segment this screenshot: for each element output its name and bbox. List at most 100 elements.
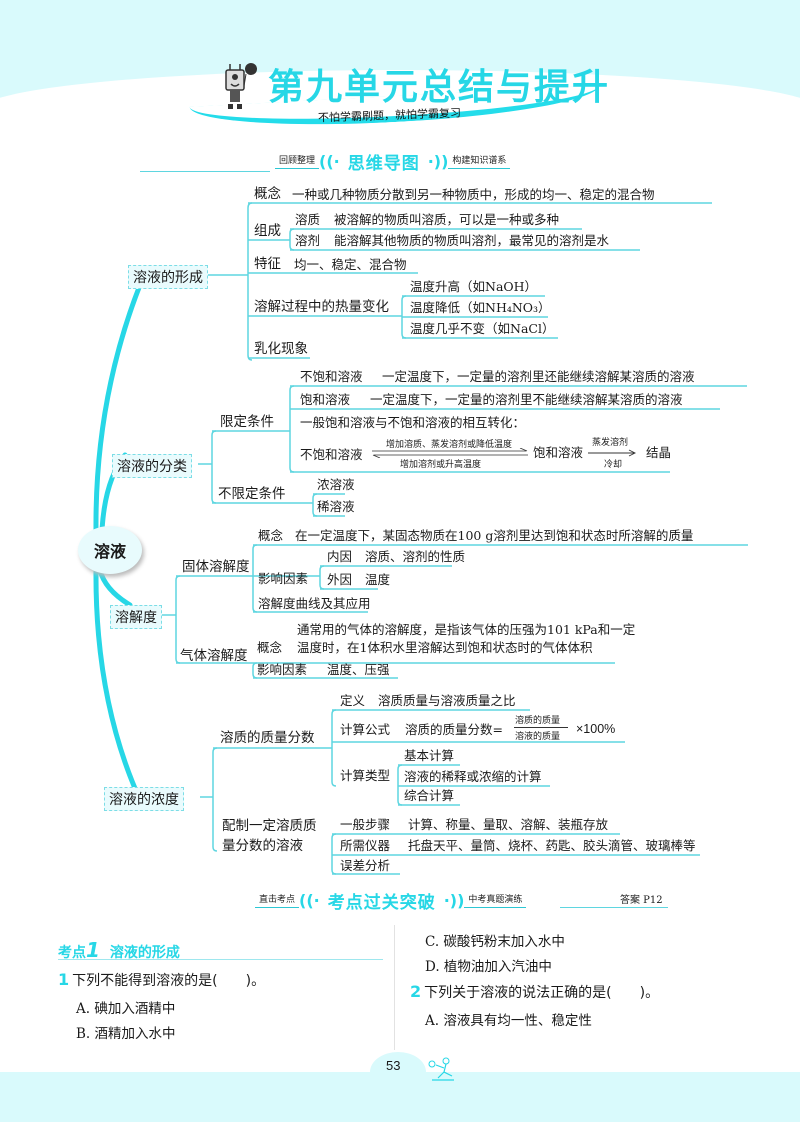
formation-concept-text: 一种或几种物质分散到另一种物质中，形成的均一、稳定的混合物 xyxy=(292,187,655,202)
wave-left-icon: ((· xyxy=(299,890,320,910)
heat-item: 温度几乎不变（如NaCl） xyxy=(410,321,555,336)
conversion-arrow-bottom-label: 增加溶剂或升高温度 xyxy=(400,460,482,470)
emulsion-label: 乳化现象 xyxy=(254,341,308,357)
node-solution-classification: 溶液的分类 xyxy=(112,454,192,478)
unsaturated-text: 一定温度下，一定量的溶剂里还能继续溶解某溶质的溶液 xyxy=(382,369,695,384)
banner-right-label: 构建知识谱系 xyxy=(448,153,511,169)
formula-numerator: 溶质的质量 xyxy=(515,716,561,726)
mindmap-banner: 回顾整理 ((· 思维导图 ·)) 构建知识谱系 xyxy=(275,150,511,174)
conversion-title: 一般饱和溶液与不饱和溶液的相互转化： xyxy=(300,415,526,430)
internal-factor-label: 内因 xyxy=(327,549,353,564)
formula-lhs: 溶质的质量分数= xyxy=(405,722,503,737)
double-arrow-icon xyxy=(372,448,528,458)
formula-multiplier: ×100% xyxy=(576,722,616,736)
kaodian-title: 溶液的形成 xyxy=(109,945,180,961)
limited-condition-label: 限定条件 xyxy=(220,414,274,430)
answer-reference: 答案 P12 xyxy=(620,895,663,906)
definition-label: 定义 xyxy=(340,693,366,708)
conversion-arrow-top-label: 增加溶质、蒸发溶剂或降低温度 xyxy=(386,440,513,450)
banner-rule xyxy=(140,171,270,172)
formation-concept-label: 概念 xyxy=(254,186,281,202)
formula-denominator: 溶液的质量 xyxy=(515,732,561,742)
question-number: 1 xyxy=(58,970,70,989)
instruments-label: 所需仪器 xyxy=(340,838,391,853)
factors-label: 影响因素 xyxy=(258,571,309,586)
conversion-to: 饱和溶液 xyxy=(533,445,584,460)
node-solution-concentration: 溶液的浓度 xyxy=(104,787,184,811)
crystallize-result: 结晶 xyxy=(646,445,672,460)
saturated-text: 一定温度下，一定量的溶剂里不能继续溶解某溶质的溶液 xyxy=(370,392,683,407)
node-solution-formation: 溶液的形成 xyxy=(128,265,208,289)
prep-label-line1: 配制一定溶质质 xyxy=(222,818,317,834)
banner2-main-title: 考点过关突破 xyxy=(327,892,436,913)
mass-fraction-label: 溶质的质量分数 xyxy=(220,730,315,746)
question-text: 下列关于溶液的说法正确的是( )。 xyxy=(424,985,660,1001)
steps-text: 计算、称量、量取、溶解、装瓶存放 xyxy=(408,817,609,832)
steps-label: 一般步骤 xyxy=(340,817,391,832)
solid-concept-label: 概念 xyxy=(258,528,284,543)
gas-concept-line2: 温度时，在1体积水里溶解达到饱和状态时的气体体积 xyxy=(297,640,593,655)
calc-type-item: 基本计算 xyxy=(404,748,455,763)
banner2-left-label: 直击考点 xyxy=(255,892,300,908)
calc-type-item: 溶液的稀释或浓缩的计算 xyxy=(404,769,542,784)
option-a[interactable]: A. 溶液具有均一性、稳定性 xyxy=(425,1013,592,1029)
solvent-text: 能溶解其他物质的物质叫溶剂，最常见的溶剂是水 xyxy=(334,233,610,248)
error-analysis-label: 误差分析 xyxy=(340,858,391,873)
node-solubility: 溶解度 xyxy=(110,605,162,629)
calc-types-label: 计算类型 xyxy=(340,768,391,783)
gas-factors-text: 温度、压强 xyxy=(327,662,390,677)
page-title: 第九单元总结与提升 xyxy=(268,67,611,108)
feature-text: 均一、稳定、混合物 xyxy=(294,257,407,272)
header-wave xyxy=(0,70,800,150)
composition-label: 组成 xyxy=(254,223,281,239)
gas-concept-line1: 通常用的气体的溶解度，是指该气体的压强为101 kPa和一定 xyxy=(297,622,636,637)
unsaturated-label: 不饱和溶液 xyxy=(300,369,363,384)
kaodian-number: 1 xyxy=(86,938,100,962)
solid-solubility-label: 固体溶解度 xyxy=(182,559,250,575)
mindmap-root-node: 溶液 xyxy=(78,526,142,574)
column-divider xyxy=(394,925,395,1050)
option-c[interactable]: C. 碳酸钙粉末加入水中 xyxy=(425,934,565,950)
solvent-label: 溶剂 xyxy=(295,233,321,248)
fraction-bar xyxy=(514,727,568,728)
crystallize-arrow-bottom-label: 冷却 xyxy=(604,460,623,470)
gas-factors-label: 影响因素 xyxy=(257,662,308,677)
saturated-label: 饱和溶液 xyxy=(300,392,351,407)
volleyball-player-icon xyxy=(428,1057,454,1081)
heat-change-label: 溶解过程中的热量变化 xyxy=(254,299,389,315)
wave-right-icon: ·)) xyxy=(427,151,449,171)
solubility-curve: 溶解度曲线及其应用 xyxy=(258,596,371,611)
prep-label-line2: 量分数的溶液 xyxy=(222,838,303,854)
external-factor-text: 温度 xyxy=(365,572,391,587)
gas-concept-label: 概念 xyxy=(257,640,283,655)
robot-mascot-icon xyxy=(225,63,257,109)
formula-label: 计算公式 xyxy=(340,722,391,737)
banner-left-label: 回顾整理 xyxy=(275,153,320,169)
right-arrow-icon xyxy=(588,449,637,457)
question-number: 2 xyxy=(410,982,422,1001)
question-text: 下列不能得到溶液的是( )。 xyxy=(72,973,266,989)
heat-item: 温度升高（如NaOH） xyxy=(410,279,538,294)
solute-text: 被溶解的物质叫溶质，可以是一种或多种 xyxy=(334,212,560,227)
gas-solubility-label: 气体溶解度 xyxy=(180,648,248,664)
heat-item: 温度降低（如NH₄NO₃） xyxy=(410,300,551,315)
unlimited-item: 浓溶液 xyxy=(317,477,355,492)
banner2-right-label: 中考真题演练 xyxy=(464,892,527,908)
unlimited-item: 稀溶液 xyxy=(317,499,355,514)
exercise-banner: 直击考点 ((· 考点过关突破 ·)) 中考真题演练 xyxy=(255,889,527,913)
unlimited-condition-label: 不限定条件 xyxy=(218,486,286,502)
mindmap-connectors xyxy=(93,202,748,875)
calc-type-item: 综合计算 xyxy=(404,788,455,803)
page-number-bump xyxy=(370,1052,426,1092)
feature-label: 特征 xyxy=(254,256,281,272)
crystallize-arrow-top-label: 蒸发溶剂 xyxy=(592,438,629,448)
instruments-text: 托盘天平、量筒、烧杯、药匙、胶头滴管、玻璃棒等 xyxy=(408,838,696,853)
internal-factor-text: 溶质、溶剂的性质 xyxy=(365,549,466,564)
option-a[interactable]: A. 碘加入酒精中 xyxy=(76,1001,176,1017)
wave-left-icon: ((· xyxy=(319,151,340,171)
option-b[interactable]: B. 酒精加入水中 xyxy=(76,1026,176,1042)
option-d[interactable]: D. 植物油加入汽油中 xyxy=(425,959,552,975)
solid-concept-text: 在一定温度下，某固态物质在100 g溶剂里达到饱和状态时所溶解的质量 xyxy=(295,528,694,543)
